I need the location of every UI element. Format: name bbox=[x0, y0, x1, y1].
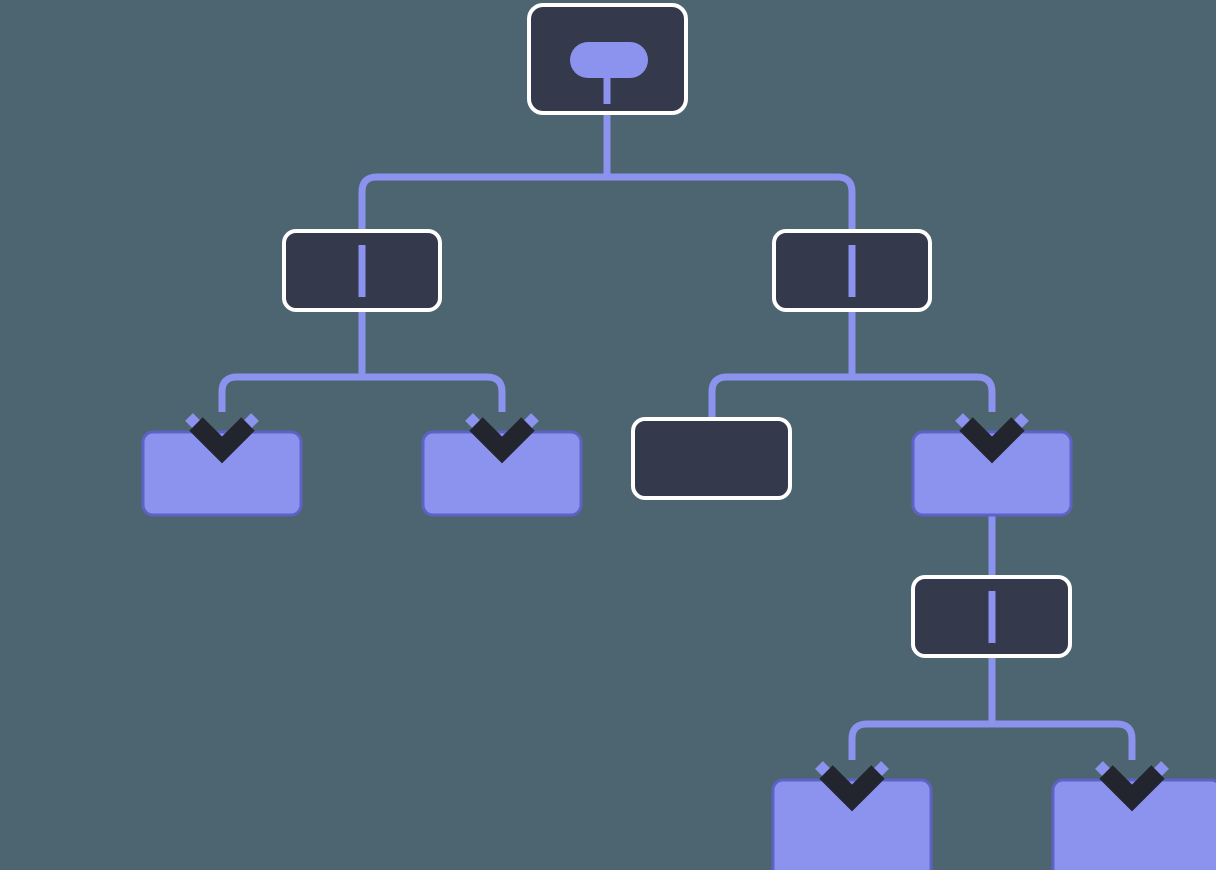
node-leaf-1-box[interactable] bbox=[141, 430, 303, 517]
node-root[interactable] bbox=[527, 3, 688, 115]
node-leaf-2-box[interactable] bbox=[421, 430, 583, 517]
node-leaf-dark[interactable] bbox=[631, 417, 792, 500]
node-branch-left[interactable] bbox=[282, 229, 442, 312]
node-root-pill-icon bbox=[570, 42, 648, 78]
edge-root-to-branches bbox=[358, 115, 856, 230]
node-branch-right[interactable] bbox=[772, 229, 932, 312]
edge-branch-right-to-children bbox=[708, 312, 996, 418]
node-subbranch[interactable] bbox=[911, 575, 1072, 658]
arrowhead-layer bbox=[185, 413, 1169, 812]
arrowhead-icon-leaf-2 bbox=[465, 413, 539, 464]
node-leaf-3[interactable] bbox=[911, 430, 1073, 517]
edge-subbranch-to-bottom-leaves bbox=[848, 720, 1136, 760]
arrowhead-icon-leaf-3 bbox=[955, 413, 1029, 464]
edge-branch-left-to-leaves bbox=[218, 312, 506, 412]
node-leaf-4[interactable] bbox=[771, 778, 933, 870]
arrowhead-icon-leaf-1 bbox=[185, 413, 259, 464]
node-leaf-1[interactable] bbox=[141, 430, 303, 517]
arrowhead-icon-leaf-4 bbox=[815, 761, 889, 812]
node-leaf-3-box[interactable] bbox=[911, 430, 1073, 517]
node-leaf-4-box[interactable] bbox=[771, 778, 933, 870]
arrowhead-icon-leaf-5 bbox=[1095, 761, 1169, 812]
node-leaf-dark-box[interactable] bbox=[631, 417, 792, 500]
node-leaf-2[interactable] bbox=[421, 430, 583, 517]
